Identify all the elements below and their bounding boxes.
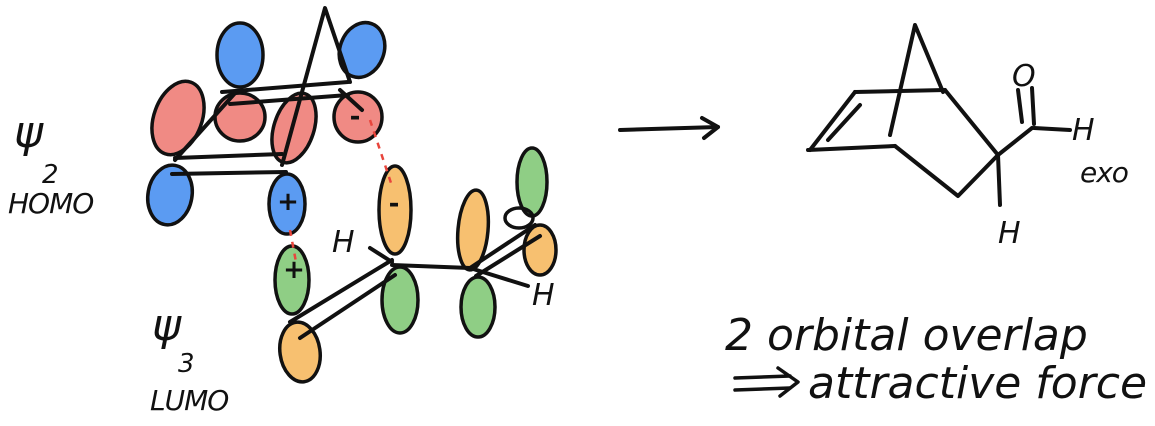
diene-lobe-red-4 [332,90,384,144]
diene-lobe-blue-1 [215,21,265,89]
homo-subscript: 2 [42,160,59,190]
dienophile-skeleton [288,206,542,340]
homo-label: HOMO [8,187,93,220]
diene-lobe-red-1 [150,79,206,157]
homo-psi: ψ [14,107,44,158]
reaction-arrow [618,116,720,140]
product-o: O [1012,59,1036,94]
diene-lobe-blue-2 [337,20,387,80]
note-line-2: attractive force [808,358,1147,409]
sign-neg-top: - [350,102,361,132]
dienophile-lobe-green-3 [459,275,497,339]
dienophile-lobe-orange-1 [278,320,322,384]
lumo-psi: ψ [152,300,182,351]
lumo-label: LUMO [150,384,228,417]
sign-pos-mid: + [277,187,299,217]
sign-pos-dienophile: + [283,255,305,285]
diene-orbitals [145,20,387,236]
dienophile-orbitals [273,146,558,384]
exo-label: exo [1080,156,1128,189]
dienophile-lobe-orange-4 [522,223,558,277]
dienophile-lobe-green-4 [515,146,549,218]
lumo-subscript: 3 [178,349,195,379]
product-h-aldehyde: H [1072,113,1095,148]
diene-lobe-blue-3 [145,163,195,227]
diene-lobe-blue-4 [267,172,307,236]
product-h: H [998,216,1021,251]
product-structure [806,23,1072,207]
dienophile-lobe-green-2 [380,265,420,335]
sign-neg-dienophile: - [389,189,400,219]
dienophile-lobe-orange-2 [377,164,413,256]
atom-h-substituent: H [532,278,555,313]
diene-skeleton [170,6,364,176]
atom-h-dienophile: H [332,225,355,260]
orbital-overlap-lines [288,119,394,263]
implies-arrow [733,366,800,398]
overlap-dash-2 [288,229,298,263]
note-line-1: 2 orbital overlap [725,310,1088,361]
